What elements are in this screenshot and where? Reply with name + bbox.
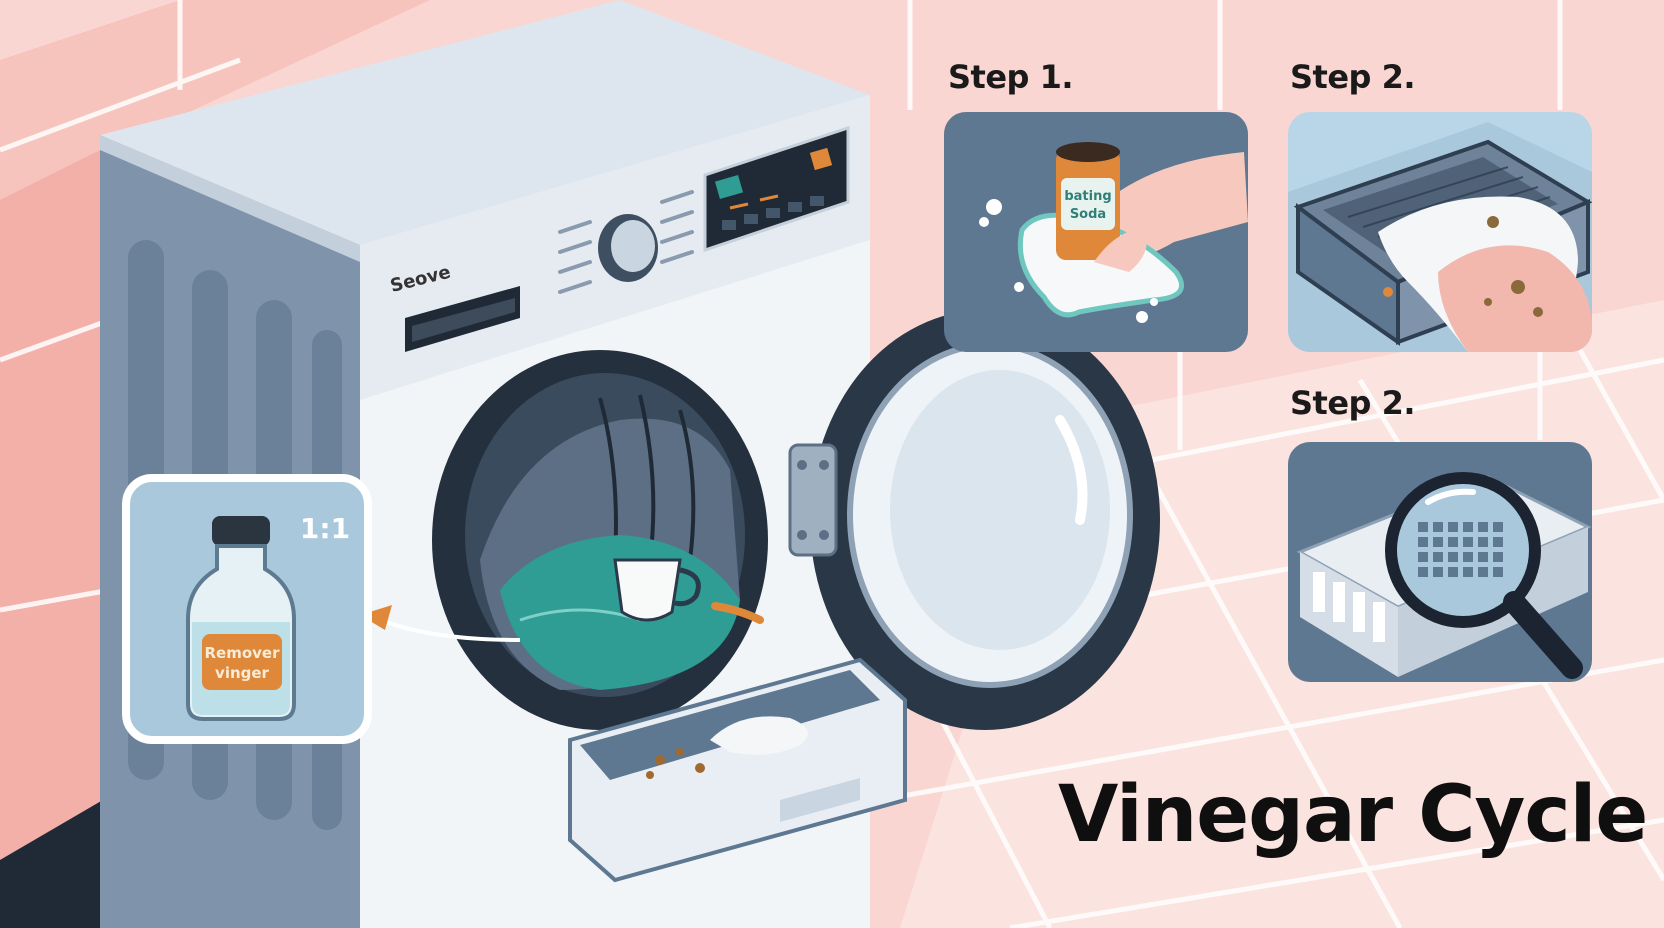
bottle-label-line2: vinger — [215, 664, 270, 682]
step-2-panel — [1288, 112, 1592, 352]
ratio-label: 1:1 — [300, 512, 350, 545]
baking-soda-illustration: bating Soda — [979, 142, 1248, 323]
step-3-title: Step 2. — [1290, 384, 1416, 422]
baking-soda-label-line1: bating — [1064, 189, 1111, 204]
filter-inspection-illustration — [1296, 472, 1592, 679]
step-3-panel — [1288, 442, 1592, 682]
step-1-panel: bating Soda — [944, 112, 1248, 352]
drawer-cleaning-illustration — [1288, 122, 1592, 352]
baking-soda-label-line2: Soda — [1070, 207, 1106, 222]
step-2-title: Step 2. — [1290, 58, 1416, 96]
bottle-label-line1: Remover — [204, 644, 280, 662]
step-1-title: Step 1. — [948, 58, 1074, 96]
page-title: Vinegar Cycle — [1058, 770, 1648, 860]
vinegar-callout-card: Remover vinger 1:1 — [122, 474, 372, 744]
